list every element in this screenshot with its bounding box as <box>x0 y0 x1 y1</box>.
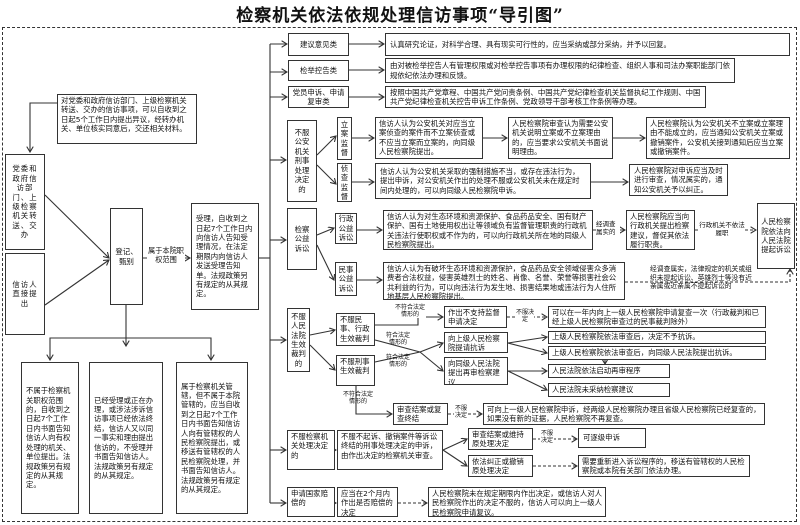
no-protest-result: 上级人民检察院依法审查后，决定不予抗诉。 <box>548 331 766 344</box>
report-handling: 由对被检举控告人有管理权限或对检举控告事项有办理权限的纪律检查、组织人事和司法办… <box>385 58 735 83</box>
register-screen-box: 登记、甄别 <box>110 208 143 305</box>
court-judgment-category: 不服人民法院生效裁判的 <box>287 308 310 372</box>
criminal-judgment: 不服刑事生效裁判 <box>336 355 375 386</box>
source-direct-box: 信访人直接提出 <box>5 253 45 335</box>
category-suggestion: 建议意见类 <box>288 33 349 56</box>
transfer-litigation: 需要重新进入诉讼程序的，移送有管辖权的人民检察院或本院有关部门依法办理。 <box>578 455 750 477</box>
transfer-objection-note: 对党委和政府信访部门、上级检察机关转送、交办的信访事项，可以自收到之日起5个工作… <box>57 94 197 144</box>
source-transferred-box: 党委和政府信访部门、上级检察机关转送、交办 <box>5 154 45 250</box>
filing-step-2: 人民检察院审查认为需要公安机关说明立案或不立案理由的，应当要求公安机关书面说明理… <box>508 117 613 159</box>
disagree-label-2: 不服决定 <box>454 405 468 419</box>
state-compensation-category: 申请国家赔偿的 <box>287 487 335 517</box>
retrial-started: 人民法院依法启动再审程序 <box>548 364 670 378</box>
civil-condition-label: 经调查属实，法律规定的机关或组织未提起诉讼、英雄烈士等没有近亲属或近亲属不提起诉… <box>650 265 752 291</box>
party-appeal-handling: 按照中国共产党章程、中国共产党问责条例、中国共产党纪律检查机关监督执纪工作规则、… <box>385 86 706 108</box>
disagree-label-1: 不服决定 <box>516 309 535 323</box>
not-support-decision: 作出不支持监督申请决定 <box>444 306 507 328</box>
public-interest-category: 检察公益诉讼 <box>287 208 317 270</box>
legal-label-2: 符合法定情形的 <box>385 354 410 368</box>
suggestion-rejected: 人民法院未采纳检察建议 <box>548 383 670 397</box>
dashed-frame <box>2 27 797 522</box>
accept-box: 受理，自收到之日起7个工作日内向信访人告知受理情况，在法定期限内向信访人发送受理… <box>191 203 259 310</box>
disagree-label-3: 不服决定 <box>540 430 554 444</box>
category-party-appeal: 党员申诉、申请复审类 <box>288 86 349 108</box>
appeal-upper-text: 可向上一级人民检察院申诉，经两级人民检察院办理且省级人民检察院已经复查的，如果没… <box>483 403 765 425</box>
level-appeal: 可逐级申诉 <box>578 428 646 448</box>
admin-suggestion-box: 人民检察院应当向行政机关提出检察建议，督促其依法履行职责。 <box>626 210 695 250</box>
investigation-supervision: 侦查监督 <box>337 163 352 202</box>
filing-step-3: 人民检察院认为公安机关不立案或立案理由不能成立的，应当通知公安机关立案或撤销案件… <box>646 117 790 159</box>
admin-public-text: 信访人认为对生态环境和资源保护、食品药品安全、国有财产保护、国有土地使用权出让等… <box>383 210 593 250</box>
civil-admin-judgment: 不服民事、行政生效裁判 <box>336 313 375 346</box>
page-title: 检察机关依法依规处理信访事项“导引图” <box>236 6 564 26</box>
protest-result: 上级人民检察院依法审查后，向同级人民法院提出抗诉。 <box>548 346 766 360</box>
procuratorate-decision-category: 不服检察机关处理决定的 <box>287 430 335 470</box>
procuratorate-decision-text: 不服不起诉、撤销案件等诉讼终结的刑事处理决定的申诉，由作出决定的检察机关审查。 <box>337 430 443 470</box>
not-perform-label: 行政机关不依法履职 <box>699 221 745 237</box>
investigation-step-2: 人民检察院对申诉应当及时进行审查，情况属实的，通知公安机关予以纠正。 <box>629 164 728 196</box>
not-legal-label-2: 不符合法定情形的 <box>343 391 374 405</box>
civil-public-litigation: 民事公益诉讼 <box>335 262 357 296</box>
filing-step-1: 信访人认为公安机关对应当立案侦查的案件而不立案侦查或不应当立案而立案的，向同级人… <box>375 117 483 159</box>
retrial-suggestion: 向同级人民法院提出再审检察建议 <box>444 357 508 385</box>
not-accepted-box: 已经受理或正在办理，或涉法涉诉信访事项已经依法终结，信访人又以同一事实和理由提出… <box>89 362 163 514</box>
police-decision-category: 不服公安机关刑事处理决定的 <box>287 120 317 202</box>
not-legal-label-1: 不符合法定情形的 <box>394 304 426 318</box>
category-report: 检举控告类 <box>288 60 349 81</box>
file-lawsuit-box: 人民检察院依法向人民法院提起诉讼 <box>757 203 795 269</box>
maintain-decision: 审查结案或维持原处理决定 <box>468 428 533 450</box>
one-year-review: 可以在一年内向上一级人民检察院申请复查一次（行政裁判和已经上级人民检察院审查过的… <box>548 306 766 328</box>
admin-public-litigation: 行政公益诉讼 <box>335 213 357 244</box>
review-concluded: 审查结案或复查终结 <box>393 403 448 425</box>
compensation-review: 人民检察院未在规定期限内作出决定，或信访人对人民检察院作出的决定不服的，信访人可… <box>428 487 606 517</box>
in-scope-label: 属于本院职权范围 <box>147 246 185 264</box>
verified-label: 经调查属实的 <box>596 220 620 236</box>
compensation-deadline: 应当在2个月内作出是否赔偿的决定 <box>337 487 398 517</box>
correct-decision: 依法纠正或撤销原处理决定 <box>468 455 533 477</box>
other-procuratorate-box: 属于检察机关管辖，但不属于本院管辖的，应当自收到之日起7个工作日内书面告知信访人… <box>176 362 248 514</box>
request-protest-upper: 向上级人民检察院提请抗诉 <box>444 332 508 353</box>
legal-label-1: 符合法定情形的 <box>385 332 410 346</box>
civil-public-text: 信访人认为有破坏生态环境和资源保护，食品药品安全领域侵害众多消费者合法权益，侵害… <box>383 262 625 300</box>
filing-supervision: 立案监督 <box>337 117 352 160</box>
suggestion-handling: 认真研究论证，对科学合理、具有现实可行性的，应当采纳或部分采纳，并予以回复。 <box>385 33 790 56</box>
out-of-scope-box: 不属于检察机关职权范围的，自收到之日起7个工作日内书面告知信访人向有权处理的机关… <box>21 362 79 514</box>
investigation-step-1: 信访人认为公安机关采取的强制措施不当，或存在违法行为，提出申诉，对公安机关作出的… <box>375 163 591 199</box>
